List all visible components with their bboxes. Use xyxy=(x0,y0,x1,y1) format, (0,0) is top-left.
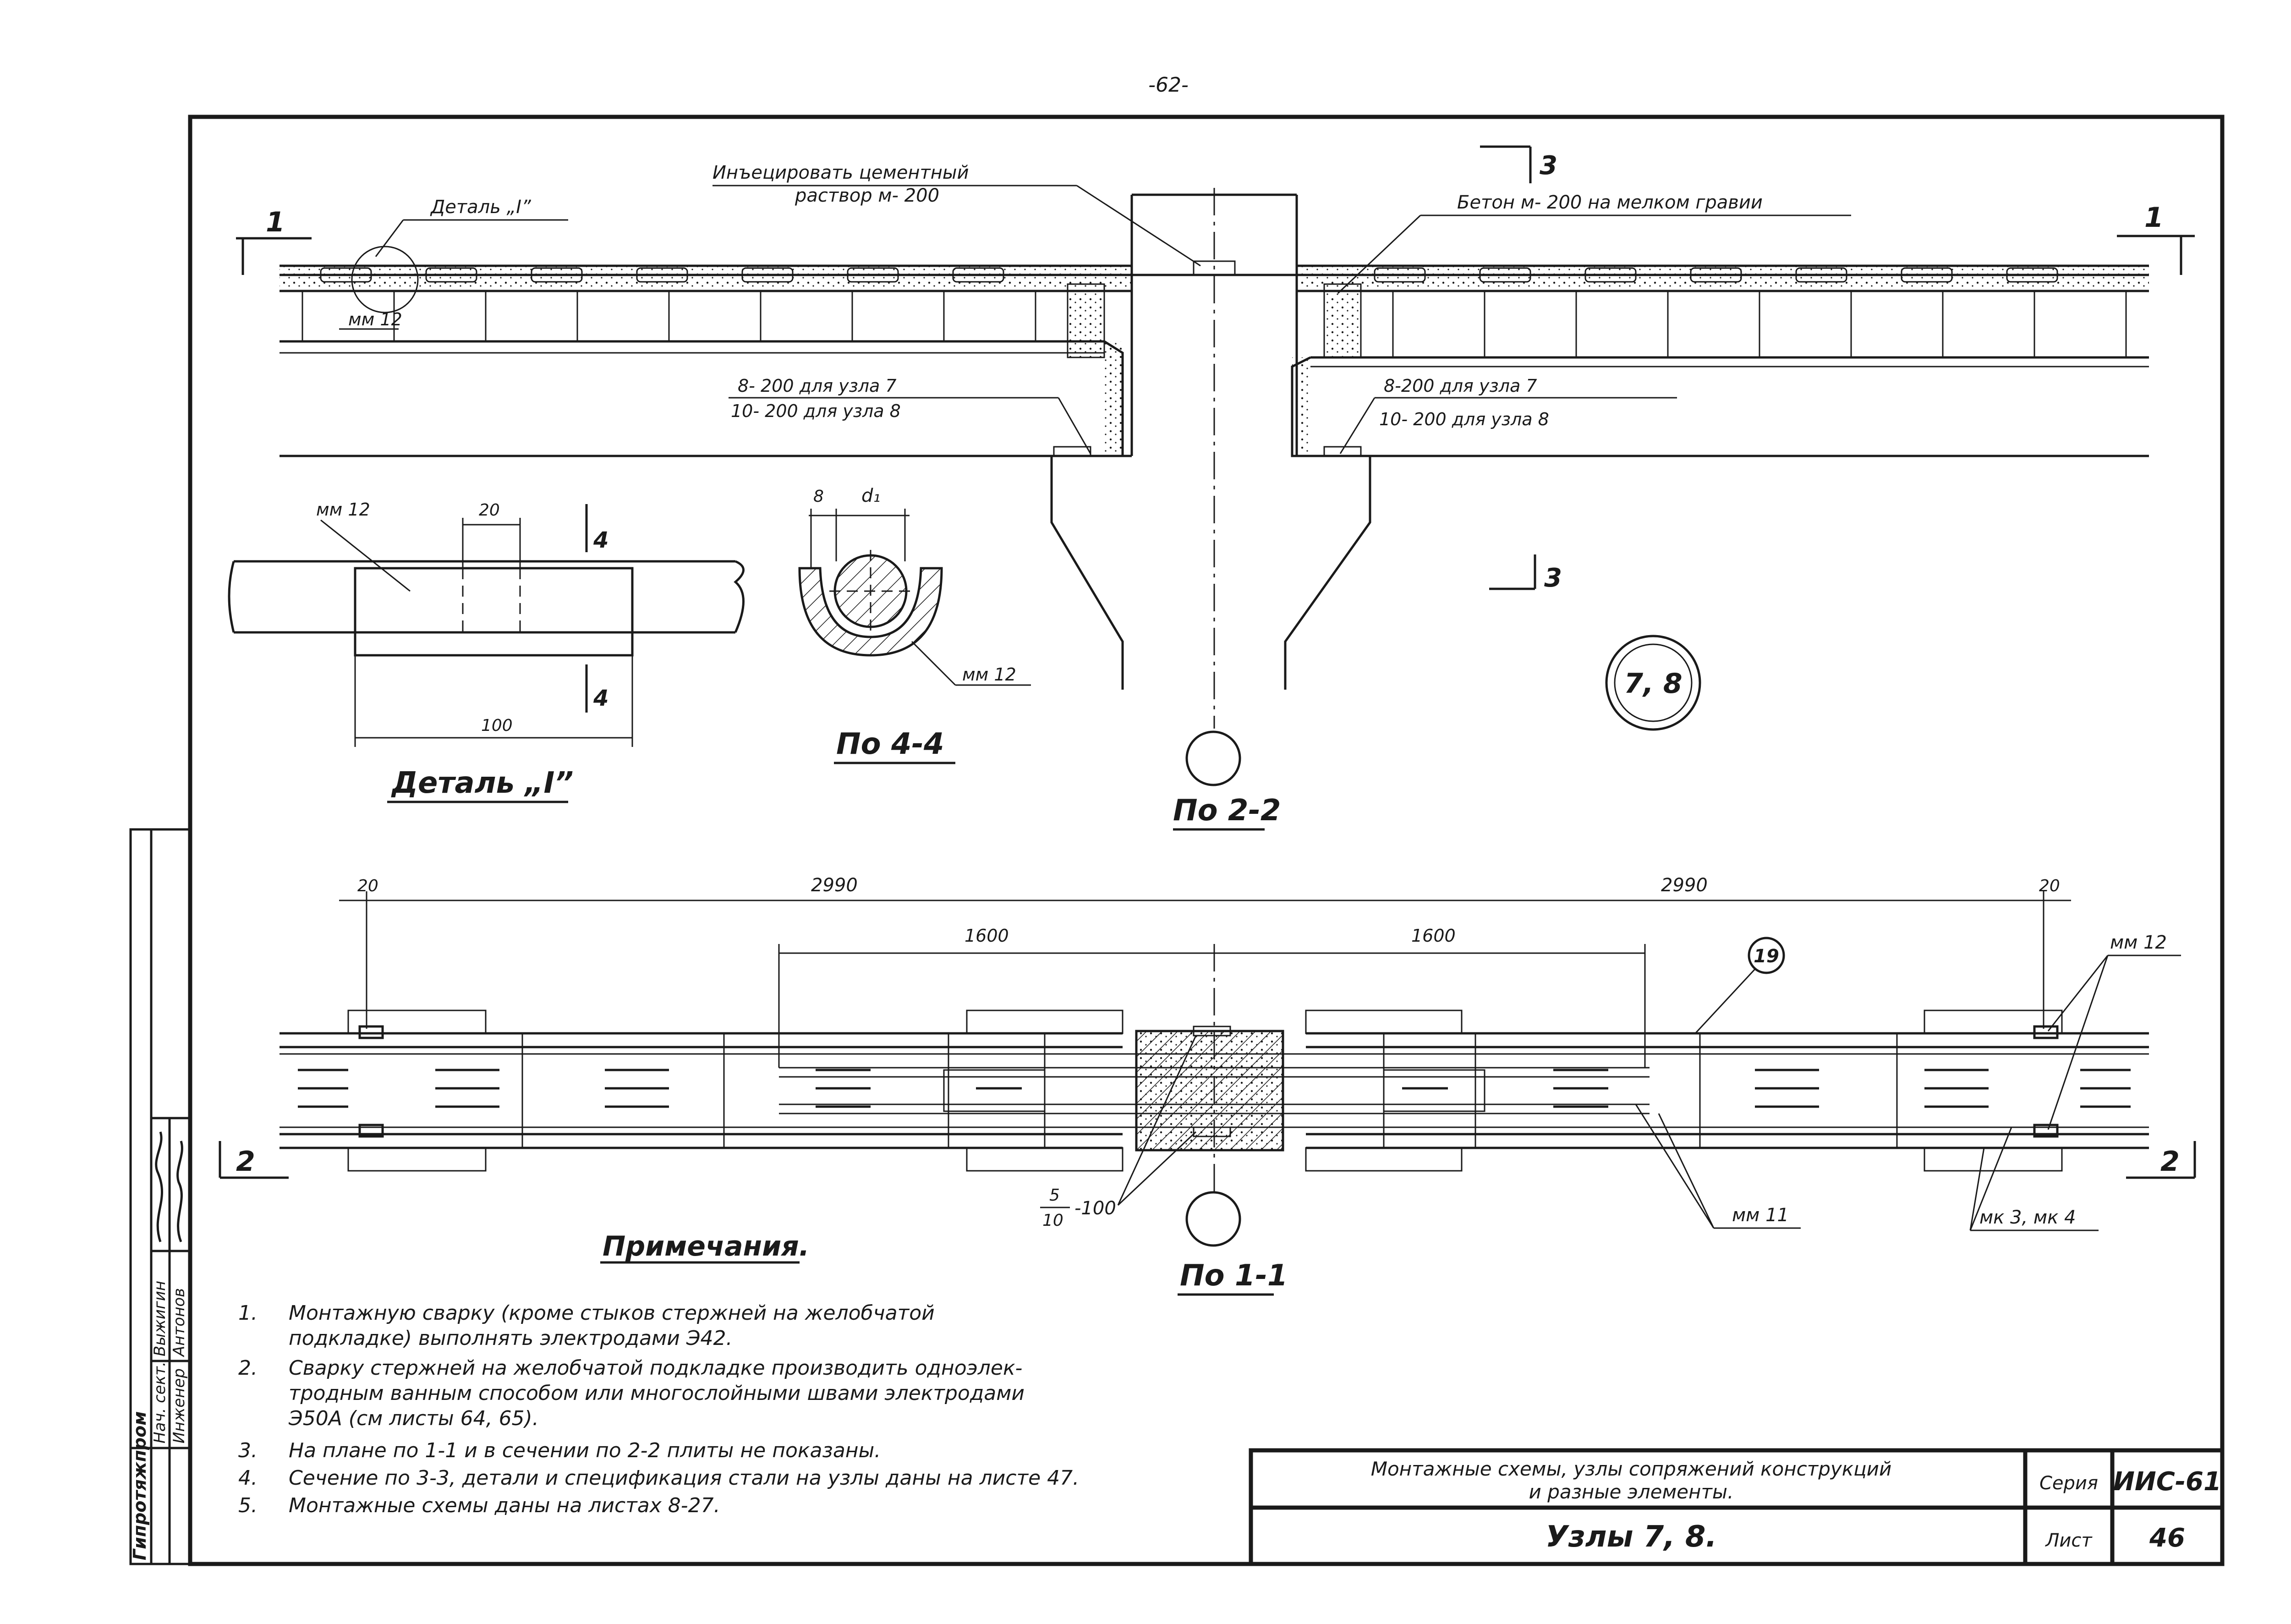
dim-left-20: 20 xyxy=(357,877,378,895)
section-mark-2-left: 2 xyxy=(236,1146,255,1178)
view-title-1-1: По 1-1 xyxy=(1180,1259,1288,1293)
note-1-line-1: Монтажную сварку (кроме стыков стержней … xyxy=(289,1301,935,1325)
notes: Примечания. 1. Монтажную сварку (кроме с… xyxy=(238,1230,1079,1517)
weld-note-left-1: 8- 200 для узла 7 xyxy=(738,376,897,396)
node-badge-circle xyxy=(1605,635,1701,731)
node-badge: 7, 8 xyxy=(1624,668,1682,700)
detail-I-label: Деталь „I” xyxy=(430,197,531,218)
dim-right-2990: 2990 xyxy=(1661,875,1708,896)
plan-mk34: мк 3, мк 4 xyxy=(1979,1207,2076,1228)
section-4-4: 8 d₁ мм 12 По 4-4 xyxy=(798,485,1031,764)
section-mark-3-top: 3 xyxy=(1540,151,1557,181)
note-3-line-1: На плане по 1-1 и в сечении по 2-2 плиты… xyxy=(289,1439,881,1462)
tb-description-line2: и разные элементы. xyxy=(1529,1481,1734,1503)
callout-19-circle xyxy=(1748,937,1785,974)
note-2-num: 2. xyxy=(238,1356,258,1380)
note-3-num: 3. xyxy=(238,1439,258,1462)
dim-left-1600: 1600 xyxy=(965,926,1009,946)
weld-note-right-2: 10- 200 для узла 8 xyxy=(1379,409,1549,429)
page-number: -62- xyxy=(1148,73,1189,97)
note-1-num: 1. xyxy=(238,1301,258,1325)
stamp-row2-name: Антонов xyxy=(170,1288,188,1357)
weld-frac-rest: -100 xyxy=(1074,1198,1116,1219)
note-4-num: 4. xyxy=(238,1466,258,1490)
title-block: Монтажные схемы, узлы сопряжений констру… xyxy=(1249,1448,2225,1566)
dim-left-2990: 2990 xyxy=(811,875,858,896)
stamp-org: Гипротяжпром xyxy=(130,1411,150,1560)
detail-I-cut-4b: 4 xyxy=(593,686,608,711)
note-4-line-1: Сечение по 3-3, детали и спецификация ст… xyxy=(289,1466,1079,1490)
callout-19: 19 xyxy=(1754,946,1779,967)
note-2-line-3: Э50А (см листы 64, 65). xyxy=(288,1407,539,1430)
concrete-note: Бетон м- 200 на мелком гравии xyxy=(1457,192,1763,213)
detail-I-title: Деталь „I” xyxy=(391,766,574,800)
note-5-num: 5. xyxy=(238,1494,258,1517)
tb-sheet-title: Узлы 7, 8. xyxy=(1546,1520,1717,1554)
weld-frac-num: 5 xyxy=(1049,1186,1060,1205)
note-2-line-2: тродным ванным способом или многослойным… xyxy=(289,1382,1025,1405)
cement-note-line1: Инъецировать цементный xyxy=(713,162,969,183)
detail-I-mm12: мм 12 xyxy=(316,499,370,520)
stamp-row1-role: Нач. сект. xyxy=(151,1361,169,1443)
section-4-4-dim-8: 8 xyxy=(813,487,824,506)
mm12-label-top: мм 12 xyxy=(348,309,402,329)
detail-I-dim-20: 20 xyxy=(479,501,500,520)
dim-right-1600: 1600 xyxy=(1411,926,1456,946)
plan-axis-circle xyxy=(1185,1191,1241,1247)
tb-series-value: ИИС-61 xyxy=(2113,1467,2221,1497)
weld-note-right-1: 8-200 для узла 7 xyxy=(1384,376,1537,396)
column-axis-circle xyxy=(1185,730,1241,786)
detail-I-dim-100: 100 xyxy=(481,716,513,735)
stamp-row1-name: Выжигин xyxy=(151,1281,169,1356)
section-mark-1-left: 1 xyxy=(266,206,285,238)
tb-sheet-value: 46 xyxy=(2149,1523,2185,1553)
tb-sheet-label: Лист xyxy=(2044,1530,2093,1551)
section-mark-2-right: 2 xyxy=(2160,1146,2180,1178)
notes-heading: Примечания. xyxy=(603,1230,809,1262)
section-mark-3-mid: 3 xyxy=(1544,563,1562,593)
detail-I: 20 мм 12 100 4 4 Деталь „I” xyxy=(228,499,745,803)
note-1-line-2: подкладке) выполнять электродами Э42. xyxy=(289,1327,733,1350)
top-view: 1 1 3 3 Инъецировать цементный раствор м… xyxy=(236,145,2195,831)
signature-2 xyxy=(176,1141,183,1242)
section-4-4-title: По 4-4 xyxy=(836,727,944,761)
section-4-4-dim-d1: d₁ xyxy=(861,485,880,506)
plan-mm12-right: мм 12 xyxy=(2110,932,2167,953)
stamp-row2-role: Инженер xyxy=(170,1368,188,1443)
dim-right-20: 20 xyxy=(2039,877,2060,895)
side-stamp: Гипротяжпром Нач. сект. Инженер Выжигин … xyxy=(129,828,192,1565)
cement-note-line2: раствор м- 200 xyxy=(795,185,939,206)
plan-mm11: мм 11 xyxy=(1732,1205,1789,1226)
signature-1 xyxy=(155,1131,163,1242)
section-4-4-mm12: мм 12 xyxy=(962,664,1016,685)
view-title-2-2: По 2-2 xyxy=(1173,794,1281,828)
section-mark-1-right: 1 xyxy=(2144,202,2164,234)
tb-series-label: Серия xyxy=(2039,1473,2098,1494)
note-5-line-1: Монтажные схемы даны на листах 8-27. xyxy=(289,1494,720,1517)
plan-view: 20 2990 2990 20 1600 1600 19 мм 12 5 10 … xyxy=(219,875,2196,1296)
weld-frac-den: 10 xyxy=(1042,1211,1063,1230)
weld-note-left-2: 10- 200 для узла 8 xyxy=(731,401,901,421)
detail-I-cut-4a: 4 xyxy=(593,527,608,553)
note-2-line-1: Сварку стержней на желобчатой подкладке … xyxy=(289,1356,1022,1380)
tb-description-line1: Монтажные схемы, узлы сопряжений констру… xyxy=(1371,1458,1892,1480)
